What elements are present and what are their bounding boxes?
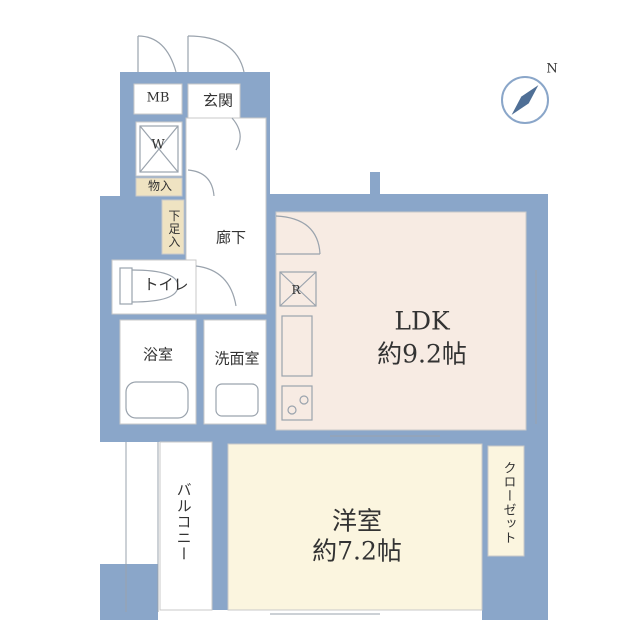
compass-icon (501, 76, 549, 124)
fixtures (119, 35, 321, 421)
interiors (111, 83, 527, 611)
windows (125, 270, 537, 615)
